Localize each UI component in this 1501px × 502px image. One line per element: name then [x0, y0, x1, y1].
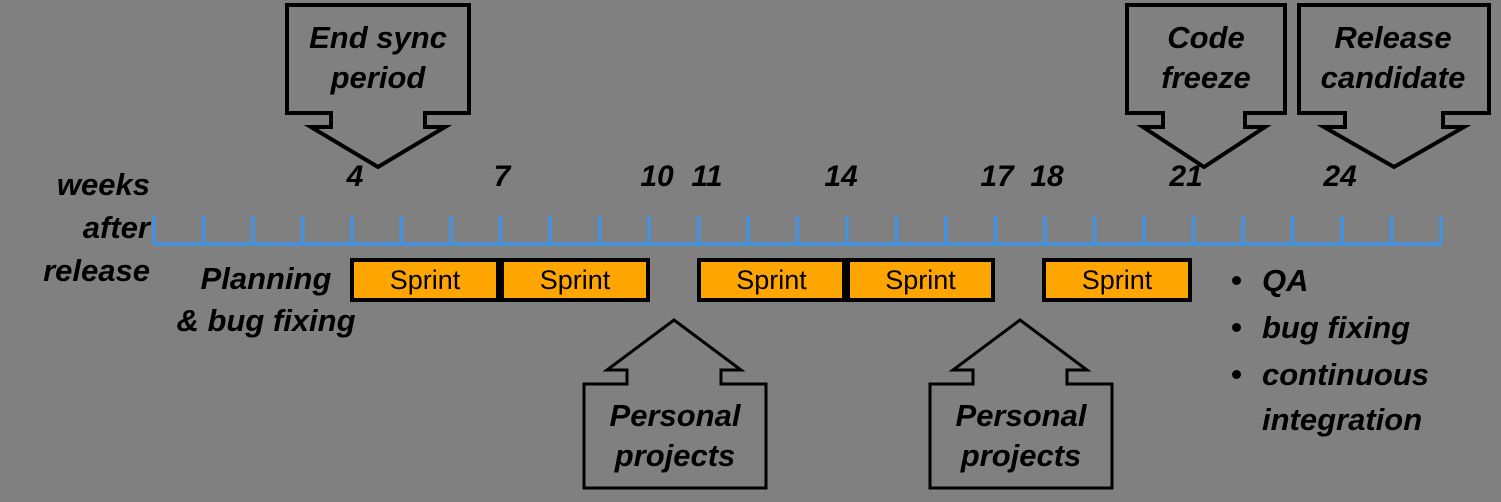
timeline-axis [152, 216, 1443, 246]
week-label-17: 17 [980, 160, 1014, 193]
sprint-box-3[interactable]: Sprint [697, 258, 846, 302]
callout-release-candidate: Release candidate [1297, 3, 1491, 170]
activities-list: QA bug fixing continuous integration [1228, 258, 1498, 444]
week-label-4: 4 [346, 160, 364, 193]
week-label-18: 18 [1030, 160, 1064, 193]
callout-label: Code freeze [1161, 20, 1251, 95]
callout-code-freeze: Code freeze [1125, 3, 1287, 170]
list-item: QA [1232, 258, 1498, 303]
callout-label: End sync period [309, 20, 447, 95]
callout-personal-projects-2: Personal projects [926, 316, 1114, 492]
bullet-dot-icon [1232, 276, 1241, 285]
week-label-7: 7 [493, 160, 511, 193]
bullet-dot-icon [1232, 370, 1241, 379]
callout-end-sync-period: End sync period [285, 3, 471, 170]
sprint-box-5[interactable]: Sprint [1042, 258, 1192, 302]
callout-label: Personal projects [955, 398, 1087, 473]
down-arrow-callout-shape [1297, 3, 1491, 170]
up-arrow-callout-shape [582, 318, 768, 490]
sprint-box-1[interactable]: Sprint [350, 258, 500, 302]
activities-ul: QA bug fixing continuous integration [1228, 258, 1498, 442]
planning-phase-label: Planning & bug fixing [176, 261, 356, 338]
callout-label: Release candidate [1320, 20, 1466, 95]
list-item: continuous integration [1232, 352, 1498, 442]
week-label-11: 11 [691, 160, 723, 193]
up-arrow-callout-shape [928, 318, 1114, 490]
callout-label: Personal projects [609, 398, 741, 473]
week-label-21: 21 [1169, 160, 1203, 193]
sprint-box-4[interactable]: Sprint [846, 258, 995, 302]
list-item-label: continuous integration [1262, 357, 1430, 437]
list-item: bug fixing [1232, 305, 1498, 350]
list-item-label: QA [1262, 263, 1309, 298]
sprint-box-2[interactable]: Sprint [500, 258, 650, 302]
list-item-label: bug fixing [1262, 310, 1411, 345]
axis-caption: weeks after release [43, 167, 150, 288]
week-label-10: 10 [640, 160, 674, 193]
down-arrow-callout-shape [1125, 3, 1287, 170]
week-label-24: 24 [1323, 160, 1357, 193]
week-label-14: 14 [824, 160, 858, 193]
down-arrow-callout-shape [285, 3, 471, 170]
bullet-dot-icon [1232, 323, 1241, 332]
callout-personal-projects-1: Personal projects [580, 316, 768, 492]
